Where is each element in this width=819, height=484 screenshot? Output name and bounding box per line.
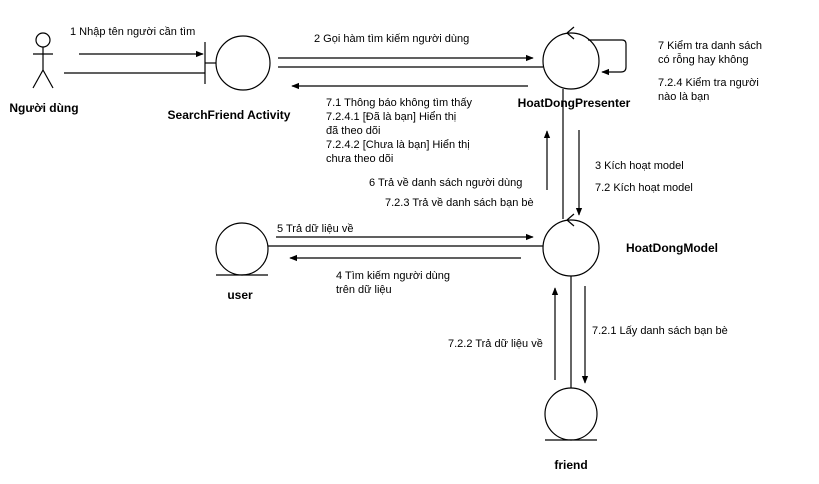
model-control xyxy=(542,213,600,277)
msg-6-label: 6 Trả về danh sách người dùng xyxy=(369,177,522,189)
user-label: user xyxy=(227,288,253,302)
msg-1-label: 1 Nhập tên người cần tìm xyxy=(70,26,195,38)
presenter-label: HoatDongPresenter xyxy=(518,96,631,110)
search-activity-boundary xyxy=(204,35,271,91)
msg-7-2-label: 7.2 Kích hoạt model xyxy=(595,182,693,194)
msg-7-2-4-label: 7.2.4 Kiểm tra người nào là bạn xyxy=(658,77,762,103)
msg-7-2-1-label: 7.2.1 Lấy danh sách bạn bè xyxy=(592,325,728,337)
user-entity xyxy=(215,222,269,276)
msg-7-2-2-label: 7.2.2 Trả dữ liệu về xyxy=(448,338,543,350)
msg-3-label: 3 Kích hoạt model xyxy=(595,160,684,172)
friend-label: friend xyxy=(554,458,587,472)
search-activity-label: SearchFriend Activity xyxy=(168,108,291,122)
msg-7-label: 7 Kiểm tra danh sách có rỗng hay không xyxy=(658,40,765,66)
msg-2-label: 2 Gọi hàm tìm kiếm người dùng xyxy=(314,33,469,45)
friend-entity xyxy=(544,387,598,441)
msg-4-label: 4 Tìm kiếm người dùng trên dữ liệu xyxy=(336,270,453,296)
msg-7-2-3-label: 7.2.3 Trả về danh sách bạn bè xyxy=(385,197,534,209)
model-label: HoatDongModel xyxy=(626,241,718,255)
self-loop-arrow xyxy=(588,39,627,76)
actor-stick-figure xyxy=(32,32,54,89)
presenter-control xyxy=(542,26,600,90)
msg-7-1-label: 7.1 Thông báo không tìm thấy 7.2.4.1 [Đã… xyxy=(326,97,475,165)
actor-label: Người dùng xyxy=(9,101,78,115)
msg-5-label: 5 Trả dữ liệu về xyxy=(277,223,353,235)
